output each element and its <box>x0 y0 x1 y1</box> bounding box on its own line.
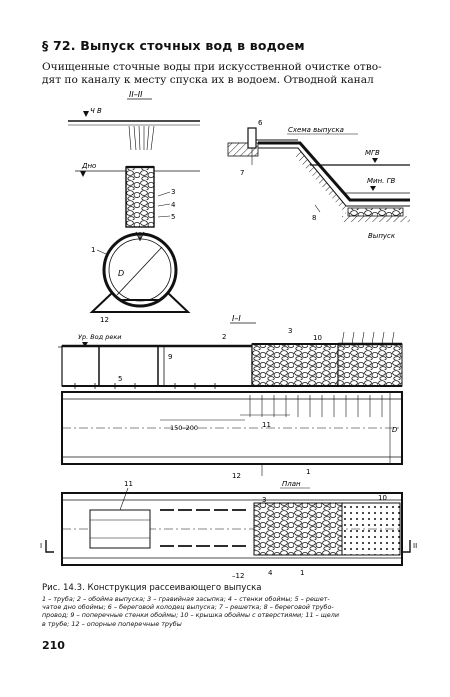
intro-paragraph: Очищенные сточные воды при искусственной… <box>42 61 414 87</box>
page-number: 210 <box>42 639 65 652</box>
label-1-plan: 1 <box>300 569 304 577</box>
cross-section-view: II–II Ч В Дно D 3 4 5 1 12 <box>68 90 200 324</box>
label-12-longitudinal: 12 <box>232 472 241 480</box>
diameter-label: D <box>118 269 124 278</box>
label-1: 1 <box>91 246 95 254</box>
intro-line: дят по каналу к месту спуска их в водоем… <box>42 74 374 86</box>
gravel-fill <box>125 166 155 228</box>
label-4: 4 <box>171 201 176 209</box>
label-5-longitudinal: 5 <box>118 375 122 383</box>
intro-line: Очищенные сточные воды при искусственной… <box>42 61 382 73</box>
label-3: 3 <box>171 188 175 196</box>
label-7: 7 <box>240 169 244 177</box>
river-level-label: Ур. Вод реки <box>78 333 122 341</box>
legend-line: провод; 9 – поперечные стенки обоймы; 10… <box>42 611 339 620</box>
legend-line: чатое дно обоймы; 6 – береговой колодец … <box>42 603 334 612</box>
shore-well <box>247 127 257 149</box>
water-level-label: Ч В <box>90 107 102 115</box>
figure-caption: Рис. 14.3. Конструкция рассеивающего вып… <box>42 583 414 628</box>
cut-mark-right: II <box>413 542 417 550</box>
dimension-label-plan: –12 <box>232 572 244 580</box>
section-view-title: II–II <box>129 90 143 99</box>
shore-pipeline <box>258 141 410 202</box>
label-5: 5 <box>171 213 175 221</box>
outlet-scheme: Схема выпуска 6 7 МГВ Мин. ГВ 8 Выпуск <box>227 119 410 240</box>
label-11-plan-text: 11 <box>124 480 133 488</box>
gravel-section <box>251 343 339 387</box>
longitudinal-title: I–I <box>232 314 241 323</box>
outlet-label: Выпуск <box>368 232 396 240</box>
outlet-scheme-title: Схема выпуска <box>288 126 344 134</box>
longitudinal-section: I–I Ур. Вод реки 9 2 3 10 5 11 150–200 D <box>58 314 403 480</box>
plan-gravel <box>253 502 343 556</box>
label-2: 2 <box>222 333 226 341</box>
outlet-box <box>347 207 404 217</box>
plan-perforated-cover <box>341 502 401 556</box>
label-3-plan: 3 <box>262 496 266 504</box>
legend-line: 1 – труба; 2 – обойма выпуска; 3 – грави… <box>42 595 330 603</box>
plan-view: План 11 3 10 I II –12 4 1 <box>40 480 417 580</box>
caption-legend: 1 – труба; 2 – обойма выпуска; 3 – грави… <box>42 595 414 628</box>
label-11: 11 <box>262 421 271 429</box>
section-heading: § 72. Выпуск сточных вод в водоем <box>42 38 305 53</box>
label-1-longitudinal: 1 <box>306 468 310 476</box>
label-10-plan: 10 <box>378 494 387 502</box>
label-4-plan: 4 <box>268 569 273 577</box>
water-level-marker <box>83 111 89 117</box>
label-6: 6 <box>258 119 263 127</box>
mgv-label: МГВ <box>365 149 380 157</box>
outlet-casing <box>61 345 253 387</box>
label-3-longitudinal: 3 <box>288 327 292 335</box>
legend-line: в трубе; 12 – опорные поперечные трубы <box>42 619 182 628</box>
bottom-label: Дно <box>81 162 96 170</box>
label-9: 9 <box>168 353 172 361</box>
flow-lines <box>128 125 155 151</box>
cut-mark-left: I <box>40 542 42 550</box>
min-gv-label: Мин. ГВ <box>367 177 396 185</box>
plan-title: План <box>282 480 301 488</box>
label-12: 12 <box>100 316 109 324</box>
label-10-longitudinal: 10 <box>313 334 322 342</box>
label-8: 8 <box>312 214 316 222</box>
caption-title: Рис. 14.3. Конструкция рассеивающего вып… <box>42 583 262 593</box>
pipe-slots <box>160 509 246 547</box>
diameter-label-longitudinal: D <box>392 426 398 434</box>
dimension-label: 150–200 <box>170 424 198 432</box>
